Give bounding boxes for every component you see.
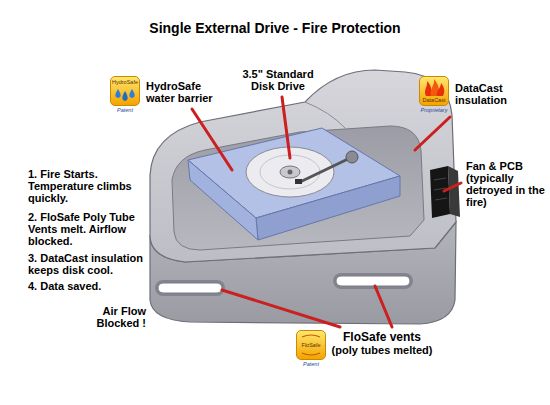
feature-icon: FloSafePatent [296,330,326,360]
feature-icon: DataCastProprietary [419,76,449,106]
part-label: FloSafe vents (poly tubes melted) [329,331,435,357]
icon-text: FloSafe [297,342,325,348]
part-label-slot: 3.5" Standard Disk Drive [238,68,318,92]
icon-note: Proprietary [412,107,456,114]
airflow-note-slot: Air Flow Blocked ! [84,305,146,329]
step-note-slot: 1. Fire Starts. Temperature climbs quick… [28,168,140,204]
icon-text: DataCast [420,97,448,103]
part-label-slot: FloSafe vents (poly tubes melted) [329,331,435,357]
part-label: 3.5" Standard Disk Drive [238,68,318,92]
part-label-slot: HydroSafe water barrier [146,80,221,104]
part-label: DataCast insulation [455,82,517,106]
diagram-title: Single External Drive - Fire Protection [0,20,550,37]
part-label: HydroSafe water barrier [146,80,221,104]
step-note-slot: 3. DataCast insulation keeps disk cool. [28,252,148,276]
icon-note: Patent [103,107,147,114]
step-note: 4. Data saved. [28,280,140,292]
step-note: 1. Fire Starts. Temperature climbs quick… [28,168,140,204]
airflow-note: Air Flow Blocked ! [84,305,146,329]
part-label-slot: Fan & PCB (typically detroyed in the fir… [466,160,546,208]
part-label-slot: DataCast insulation [455,82,517,106]
part-label: Fan & PCB (typically detroyed in the fir… [466,160,546,208]
step-note-slot: 2. FloSafe Poly Tube Vents melt. Airflow… [28,211,140,247]
step-note-slot: 4. Data saved. [28,280,140,292]
diagram-title-slot: Single External Drive - Fire Protection [0,20,550,37]
step-note: 3. DataCast insulation keeps disk cool. [28,252,148,276]
step-note: 2. FloSafe Poly Tube Vents melt. Airflow… [28,211,140,247]
icon-note: Patent [289,361,333,368]
icon-text: HydroSafe [111,79,139,85]
feature-icon: HydroSafePatent [110,76,140,106]
